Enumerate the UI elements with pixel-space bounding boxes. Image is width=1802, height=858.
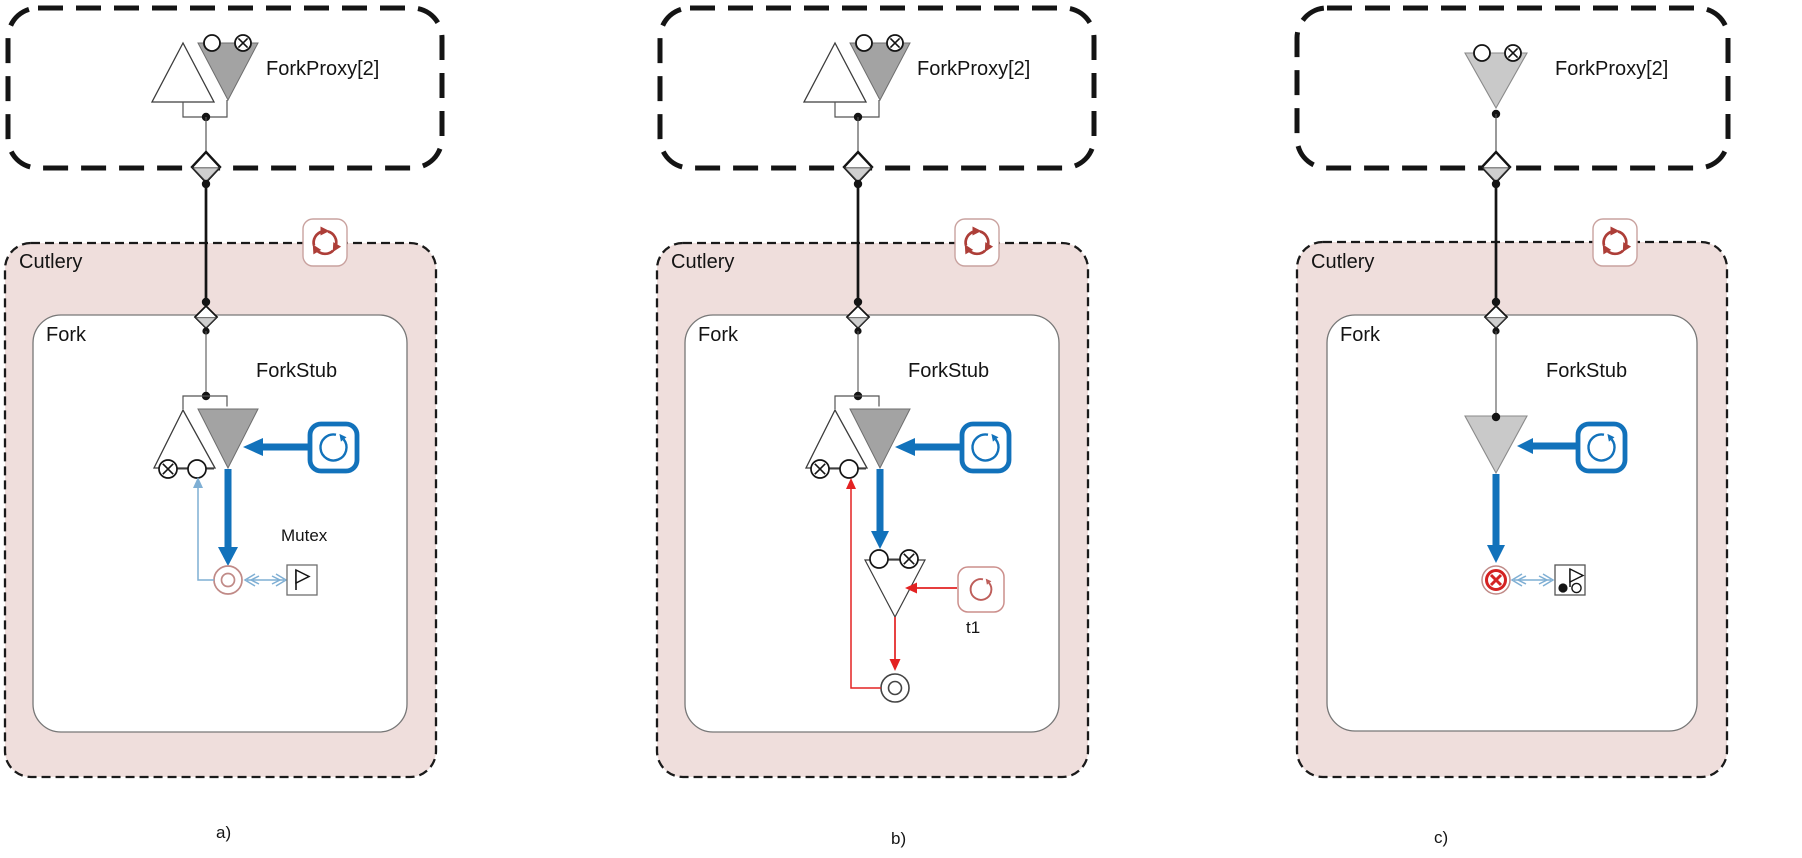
fork-box [32,314,408,733]
fork-label: Fork [1340,324,1380,346]
thread-loop-icon [1575,421,1628,474]
end-state-icon [213,565,243,595]
stub-port-triangle [1464,412,1528,475]
thread-assign-arrow [1517,438,1577,454]
forkproxy-box [1294,5,1731,171]
port-open-icon [203,34,221,52]
panel-b-structure [657,8,1094,777]
stub-label: ForkStub [1546,360,1628,382]
timer-assign-arrow [905,582,957,594]
port-cross-icon [1504,44,1522,62]
recycle-icon [302,218,348,267]
fork-label: Fork [46,324,86,346]
panel-caption: c) [1434,828,1449,847]
panel-a-structure [3,5,445,779]
panel-c-structure [1294,5,1731,779]
feedback-arrow [193,477,214,581]
semaphore-flag-icon [1554,564,1586,596]
stub-label: ForkStub [256,360,338,382]
termination-icon [1481,565,1511,595]
timer-return-arrow [846,478,881,689]
mutex-flag-icon [286,564,318,596]
control-flow-arrow [218,469,238,566]
thread-assign-arrow [243,438,309,456]
proxy-label: ForkProxy[2] [266,58,380,80]
cutlery-label: Cutlery [1311,251,1375,273]
control-flow-arrow [1487,474,1505,563]
proxy-label: ForkProxy[2] [917,58,1031,80]
fork-label: Fork [698,324,738,346]
timer-flow-arrow [889,617,901,671]
cutlery-label: Cutlery [19,251,83,273]
port-open-icon [1473,44,1491,62]
stub-port-triangles [152,395,263,479]
port-cross-icon [158,459,178,479]
thread-loop-icon [307,421,360,474]
panel-b-behavior [846,469,1005,703]
proxy-label: ForkProxy[2] [1555,58,1669,80]
port-open-icon [869,549,889,569]
control-flow-arrow [871,469,889,549]
panel-caption: b) [891,829,907,848]
fork-box [1326,314,1698,732]
cutlery-label: Cutlery [671,251,735,273]
stub-label: ForkStub [908,360,990,382]
timer-loop-icon [957,566,1005,613]
recycle-icon [1592,218,1638,267]
panel-caption: a) [216,823,232,842]
timer-label: t1 [966,618,981,637]
proxy-port-triangles [150,34,263,122]
panel-a-behavior [193,469,318,596]
proxy-port-triangle [1464,44,1528,119]
port-cross-icon [899,549,919,569]
port-open-icon [187,459,207,479]
mutex-label: Mutex [281,526,328,545]
end-state-icon [880,673,910,703]
port-cross-icon [234,34,252,52]
